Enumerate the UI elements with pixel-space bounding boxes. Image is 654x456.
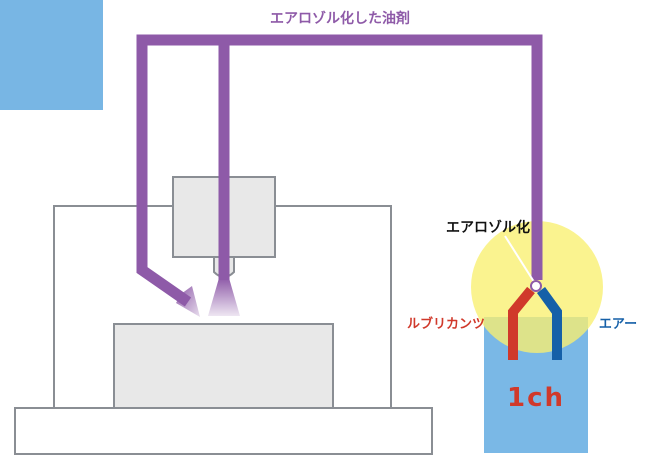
lubricant-line (508, 286, 535, 360)
aerosol-pipe (136, 34, 543, 307)
spray-nozzle-angled (176, 286, 200, 317)
aerosolize-pointer (504, 235, 537, 286)
mixing-point (530, 280, 542, 292)
corner-block (0, 0, 103, 110)
spray-nozzle-center (208, 278, 240, 316)
air-line (536, 287, 562, 360)
channel-label: 1ch (507, 383, 565, 413)
lubricant-label: ルブリカンツ (407, 316, 485, 332)
aerosolize-label: エアロゾル化 (446, 219, 530, 236)
air-label: エアー (599, 317, 637, 332)
machine-base (14, 407, 433, 455)
pipe-title-label: エアロゾル化した油剤 (270, 10, 410, 27)
workpiece (113, 323, 334, 409)
